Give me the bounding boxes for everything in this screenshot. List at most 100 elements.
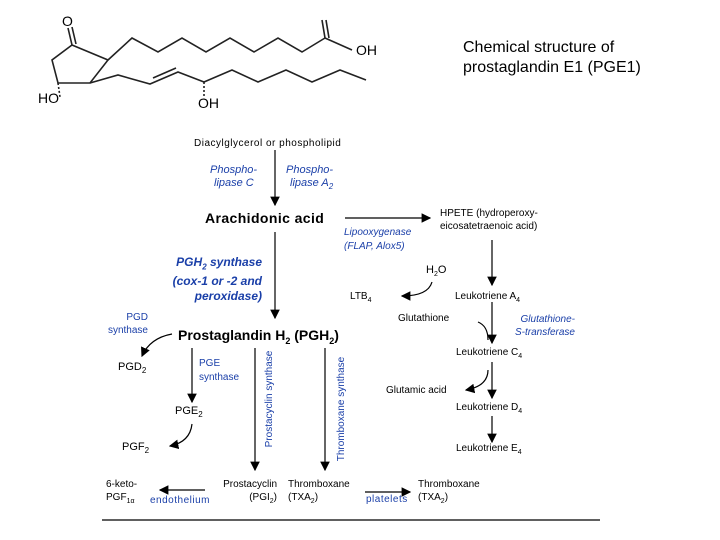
keto-line-1: 6-keto- — [106, 479, 138, 490]
caption-line-1: Chemical structure of — [463, 39, 615, 56]
lte4-text: Leukotriene E — [456, 443, 518, 454]
pgh2-synthase-pgh: PGH — [176, 255, 203, 269]
pla2-text: lipase A — [290, 177, 329, 189]
pge-synthase-line-2: synthase — [199, 372, 240, 383]
enzyme-thromboxane-synthase: Thromboxane synthase — [336, 356, 347, 462]
prostacyclin-line-1: Prostacyclin — [223, 479, 277, 490]
thromboxane-right-line-2: (TXA2) — [418, 491, 480, 508]
thromboxane-right-line-1: Thromboxane — [418, 479, 480, 490]
pgf2-sub: 2 — [144, 446, 150, 456]
keto-line-2: PGF1α — [106, 491, 137, 508]
plc-line-1: Phospho- — [210, 164, 258, 176]
pgf2-label: PGF2 — [122, 442, 149, 455]
plc-line-2: lipase C — [214, 177, 254, 189]
lipoxygenase-line-2: (FLAP, Alox5) — [344, 241, 405, 252]
pgh2-paren: (PGH — [290, 327, 330, 343]
pgd2-label: PGD2 — [118, 362, 146, 375]
h2o-sub: 2 — [433, 271, 438, 279]
acid-oh-label: OH — [356, 42, 377, 58]
6-keto-pgf-label: 6-keto- PGF1α — [106, 478, 137, 508]
prostacyclin-pgi: (PGI — [249, 492, 270, 503]
pgh2-synthase-text: synthase — [206, 255, 262, 269]
pla2-line-1: Phospho- — [286, 164, 334, 176]
enzyme-gst: Glutathione- S-transferase — [505, 313, 575, 339]
thromboxane-right-txa: (TXA — [418, 492, 441, 503]
glutathione-label: Glutathione — [398, 313, 450, 324]
prostacyclin-close: ) — [273, 492, 277, 503]
thromboxane-mid-label: Thromboxane (TXA2) — [288, 478, 350, 508]
prostacyclin-label: Prostacyclin (PGI2) — [207, 478, 277, 508]
ring-ho-label: HO — [38, 90, 59, 106]
chain-oh-label: OH — [198, 95, 219, 111]
pgh2-sub-1: 2 — [285, 335, 291, 346]
thromboxane-mid-sub: 2 — [310, 498, 315, 505]
enzyme-pgh2-synthase: PGH2 synthase (cox-1 or -2 and peroxidas… — [150, 255, 262, 304]
enzyme-prostacyclin-synthase: Prostacyclin synthase — [264, 350, 275, 448]
prostacyclin-line-2: (PGI2) — [207, 491, 277, 508]
thromboxane-right-close: ) — [444, 492, 449, 503]
ltc4-label: Leukotriene C4 — [456, 347, 523, 361]
pla2-line-2: lipase A2 — [286, 177, 333, 193]
pgd2-sub: 2 — [141, 366, 147, 376]
pgh2-synthase-line-1: PGH2 synthase — [150, 255, 262, 274]
thromboxane-right-sub: 2 — [440, 498, 445, 505]
pgh2-label: Prostaglandin H2 (PGH2) — [178, 328, 339, 346]
ltd4-text: Leukotriene D — [456, 402, 519, 413]
pge-synthase-line-1: PGE — [199, 358, 221, 369]
ltb4-sub: 4 — [367, 297, 372, 304]
h2o-h: H — [426, 264, 434, 276]
pge2-sub: 2 — [198, 410, 203, 420]
enzyme-phospholipase-c: Phospho- lipase C — [210, 164, 257, 190]
endothelium-label: endothelium — [150, 495, 210, 506]
ltb4-text: LTB — [350, 291, 368, 302]
ltc4-text: Leukotriene C — [456, 347, 519, 358]
prostacyclin-sub: 2 — [269, 498, 274, 505]
pgh2-text: Prostaglandin H — [178, 327, 286, 343]
thromboxane-mid-txa: (TXA — [288, 492, 311, 503]
arachidonic-acid: Arachidonic acid — [205, 210, 325, 226]
pgd-synthase-line-2: synthase — [107, 325, 148, 336]
thromboxane-mid-line-1: Thromboxane — [288, 479, 350, 490]
pgh2-synthase-sub: 2 — [202, 262, 207, 272]
ltd4-label: Leukotriene D4 — [456, 402, 523, 416]
keto-sub: 1α — [126, 498, 135, 505]
glutamic-acid-label: Glutamic acid — [386, 385, 447, 396]
caption-line-2: prostaglandin E1 (PGE1) — [463, 59, 641, 76]
pgh2-synthase-line-2: (cox-1 or -2 and — [172, 274, 262, 289]
ltb4-label: LTB4 — [350, 291, 372, 305]
gst-line-2: S-transferase — [514, 327, 575, 338]
pla2-sub: 2 — [328, 182, 334, 192]
pgd-synthase-line-1: PGD — [126, 312, 148, 323]
hpete-label: HPETE (hydroperoxy- eicosatetraenoic aci… — [440, 207, 538, 233]
enzyme-pgd-synthase: PGD synthase — [100, 311, 148, 337]
ltd4-sub: 4 — [518, 408, 523, 415]
carbonyl-oxygen-label: O — [62, 13, 73, 29]
ltc4-sub: 4 — [518, 353, 523, 360]
lta4-label: Leukotriene A4 — [455, 291, 521, 305]
pgh2-close: ) — [334, 327, 339, 343]
pgf2-text: PGF — [122, 441, 145, 453]
hpete-line-2: eicosatetraenoic acid) — [440, 221, 538, 232]
hpete-line-1: HPETE (hydroperoxy- — [440, 208, 538, 219]
enzyme-pge-synthase: PGE synthase — [199, 357, 239, 385]
pgd2-text: PGD — [118, 361, 142, 373]
source-label: Diacylglycerol or phospholipid — [194, 138, 342, 149]
h2o-o: O — [437, 264, 447, 276]
thromboxane-right-label: Thromboxane (TXA2) — [418, 478, 480, 508]
lipoxygenase-line-1: Lipooxygenase — [344, 227, 412, 238]
pgh2-synthase-line-3: peroxidase) — [194, 289, 262, 304]
pgh2-sub-2: 2 — [329, 335, 335, 346]
keto-pgf: PGF — [106, 492, 127, 503]
lte4-label: Leukotriene E4 — [456, 443, 522, 457]
thromboxane-mid-close: ) — [314, 492, 319, 503]
enzyme-phospholipase-a2: Phospho- lipase A2 — [286, 164, 333, 193]
lta4-sub: 4 — [516, 297, 521, 304]
pge2-label: PGE2 — [175, 406, 203, 419]
enzyme-lipooxygenase: Lipooxygenase (FLAP, Alox5) — [344, 226, 411, 254]
platelets-label: platelets — [366, 494, 408, 505]
lte4-sub: 4 — [517, 449, 522, 456]
lta4-text: Leukotriene A — [455, 291, 517, 302]
h2o-label: H2O — [426, 264, 447, 279]
